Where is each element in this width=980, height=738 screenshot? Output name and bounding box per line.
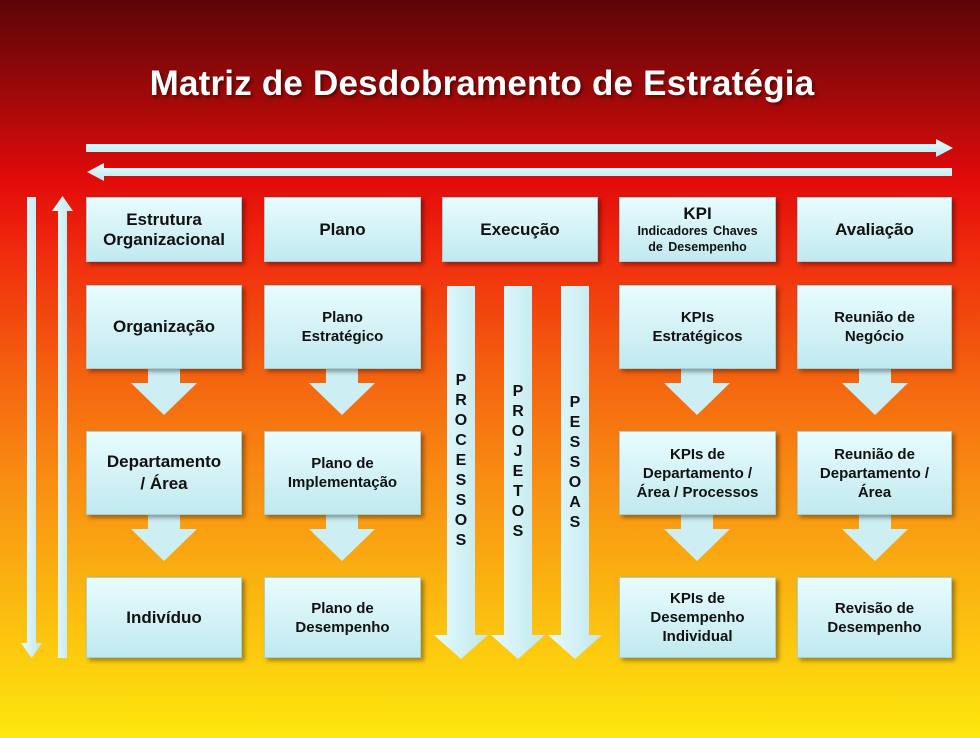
cell-line: KPIs de [669, 590, 726, 607]
arrow-up-left [52, 196, 73, 658]
cell-line: Área [857, 483, 892, 501]
stream-letter: S [512, 523, 524, 540]
stream-letter: O [511, 503, 525, 520]
stream-letter: R [455, 392, 467, 409]
cell-line: Estratégicos [652, 328, 743, 345]
arrow-left-top [87, 163, 952, 181]
down-arrow [309, 369, 375, 415]
cell-line: KPIs de [669, 445, 726, 463]
cell-plano-implementacao: Plano de Implementação [264, 431, 421, 515]
cell-line: Reunião de [834, 445, 915, 463]
cell-plano-estrategico: Plano Estratégico [264, 285, 421, 369]
header-kpi-subtitle: Indicadores Chaves [637, 223, 758, 238]
cell-line: Plano de [311, 599, 374, 617]
cell-line: Revisão de [834, 599, 915, 617]
header-line: Organizacional [103, 229, 225, 249]
cell-kpis-individual: KPIs de Desempenho Individual [619, 577, 776, 658]
cell-line: Departamento / [819, 464, 930, 482]
stream-letter: O [568, 474, 582, 491]
cell-line: Desempenho [827, 618, 922, 636]
stream-letter: E [512, 463, 524, 480]
arrow-right-top [86, 139, 953, 157]
stream-letter: P [569, 394, 581, 411]
down-arrow [664, 515, 730, 561]
down-arrows-row2 [131, 515, 908, 561]
stream-letter: S [569, 514, 581, 531]
cell-line: KPIs [680, 309, 715, 326]
stream-letter: E [455, 452, 467, 469]
stream-letter: S [455, 492, 467, 509]
cell-reuniao-negocio: Reunião de Negócio [797, 285, 952, 369]
cell-kpis-departamento: KPIs de Departamento / Área / Processos [619, 431, 776, 515]
stream-letter: R [512, 403, 524, 420]
page-title: Matriz de Desdobramento de Estratégia [149, 64, 815, 103]
cell-line: Departamento [106, 452, 222, 471]
cell-line: Implementação [287, 474, 398, 491]
stream-letter: S [455, 472, 467, 489]
cell-line: Negócio [844, 328, 905, 345]
down-arrow [309, 515, 375, 561]
cell-reuniao-departamento: Reunião de Departamento / Área [797, 431, 952, 515]
cell-line: Plano de [311, 455, 374, 472]
cell-line: Desempenho [650, 609, 745, 626]
header-line: Plano [319, 219, 366, 239]
down-arrow [131, 369, 197, 415]
header-execucao: Execução [442, 197, 598, 262]
cell-organizacao: Organização [86, 285, 242, 369]
stream-letter: S [569, 434, 581, 451]
cell-line: / Área [140, 474, 188, 493]
cell-line: Organização [112, 317, 216, 336]
stream-letter: P [512, 383, 524, 400]
header-line: Avaliação [835, 219, 914, 239]
cell-individuo: Indivíduo [86, 577, 242, 658]
header-kpi-subtitle: de Desempenho [648, 239, 747, 254]
cell-line: Desempenho [295, 618, 390, 636]
stream-letter: S [455, 532, 467, 549]
down-arrows-row1 [131, 369, 908, 415]
cell-line: Departamento / [642, 464, 753, 482]
stream-letter: S [569, 454, 581, 471]
arrow-down-left [21, 197, 42, 658]
arrow-projetos [491, 286, 545, 659]
stream-letter: T [513, 483, 523, 500]
down-arrow [842, 369, 908, 415]
stream-letter: C [455, 432, 467, 449]
cell-line: Individual [662, 628, 733, 645]
cell-plano-desempenho: Plano de Desempenho [264, 577, 421, 658]
cell-line: Estratégico [301, 328, 384, 345]
stream-letter: J [513, 443, 523, 460]
cell-line: Indivíduo [126, 607, 202, 627]
cell-line: Reunião de [834, 309, 915, 326]
cell-revisao-desempenho: Revisão de Desempenho [797, 577, 952, 658]
cell-kpis-estrategicos: KPIs Estratégicos [619, 285, 776, 369]
header-kpi-title: KPI [683, 203, 712, 223]
down-arrow [842, 515, 908, 561]
header-line: Execução [480, 219, 560, 239]
stream-letter: O [454, 412, 468, 429]
arrow-pessoas [548, 286, 602, 659]
cell-departamento-area: Departamento / Área [86, 431, 242, 515]
header-avaliacao: Avaliação [797, 197, 952, 262]
header-estrutura-organizacional: Estrutura Organizacional [86, 197, 242, 262]
stream-letter: E [569, 414, 581, 431]
header-plano: Plano [264, 197, 421, 262]
header-line: Estrutura [126, 209, 202, 229]
down-arrow [664, 369, 730, 415]
header-kpi: KPI Indicadores Chaves de Desempenho [619, 197, 776, 262]
down-arrow [131, 515, 197, 561]
arrow-processos [434, 286, 488, 659]
stream-letter: P [455, 372, 467, 389]
stream-letter: O [454, 512, 468, 529]
stream-letter: A [569, 494, 581, 511]
cell-line: Área / Processos [636, 483, 759, 501]
cell-line: Plano [322, 309, 363, 326]
stream-letter: O [511, 423, 525, 440]
